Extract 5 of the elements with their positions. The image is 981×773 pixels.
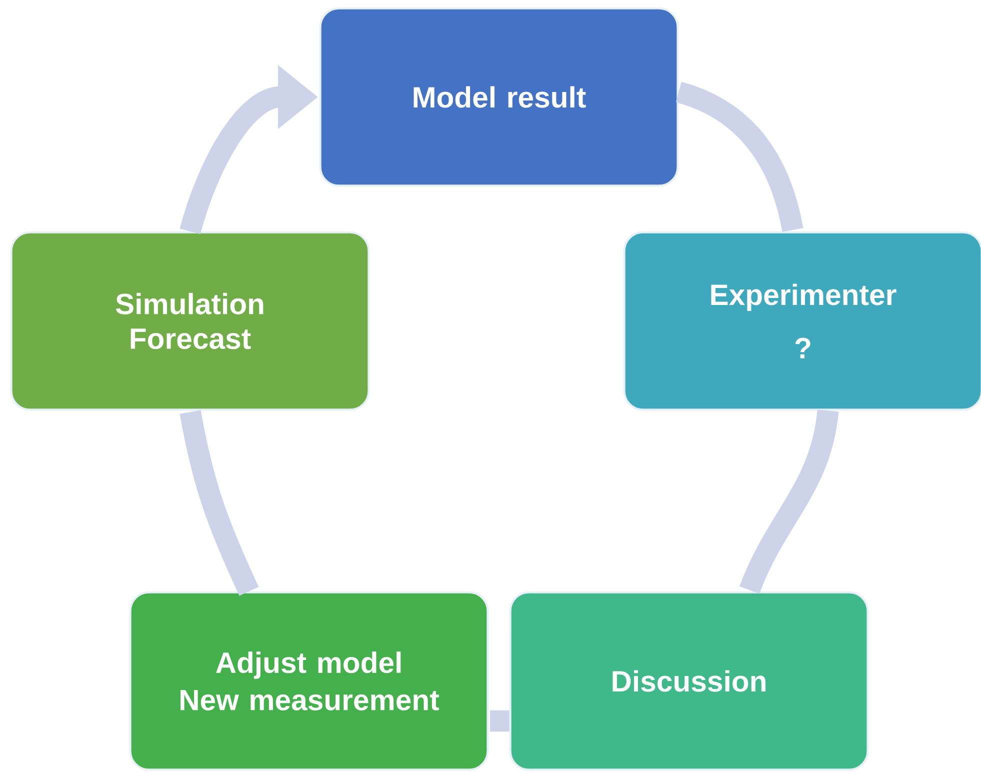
process-box: Experimenter ? xyxy=(623,231,981,411)
process-box: Adjust model New measurement xyxy=(129,591,489,771)
process-box: Model result xyxy=(319,7,679,187)
process-box: Simulation Forecast xyxy=(10,231,370,411)
process-box: Discussion xyxy=(509,591,869,771)
